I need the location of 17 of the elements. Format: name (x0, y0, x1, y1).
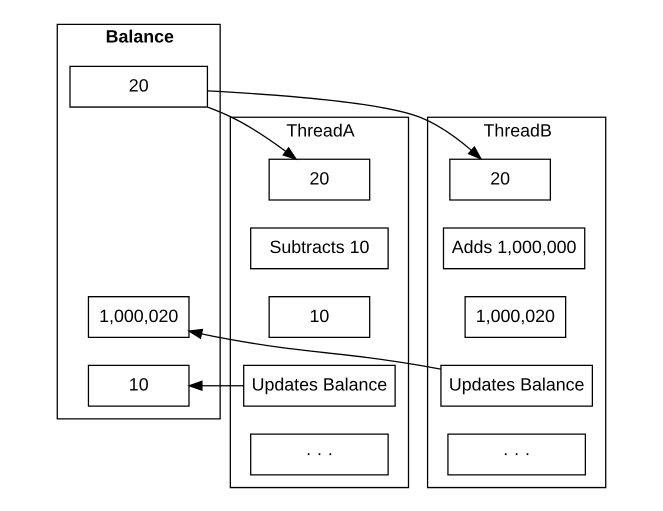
node-box: 1,000,020 (464, 296, 566, 338)
node-box: · · · (447, 433, 586, 476)
arrow (187, 380, 244, 392)
arrow (187, 328, 441, 370)
node-box: 20 (449, 158, 552, 201)
node-box: 1,000,020 (88, 296, 190, 338)
node-box: Updates Balance (440, 364, 593, 407)
node-box: Subtracts 10 (250, 227, 389, 270)
node-box: 20 (268, 158, 370, 201)
node-box: 10 (268, 296, 370, 338)
node-box: · · · (250, 433, 389, 476)
arrow (207, 106, 298, 160)
arrow (208, 90, 482, 160)
node-box: 20 (69, 66, 208, 108)
node-box: Updates Balance (243, 364, 396, 407)
node-box: Adds 1,000,000 (442, 227, 586, 270)
node-box: 10 (88, 364, 190, 407)
